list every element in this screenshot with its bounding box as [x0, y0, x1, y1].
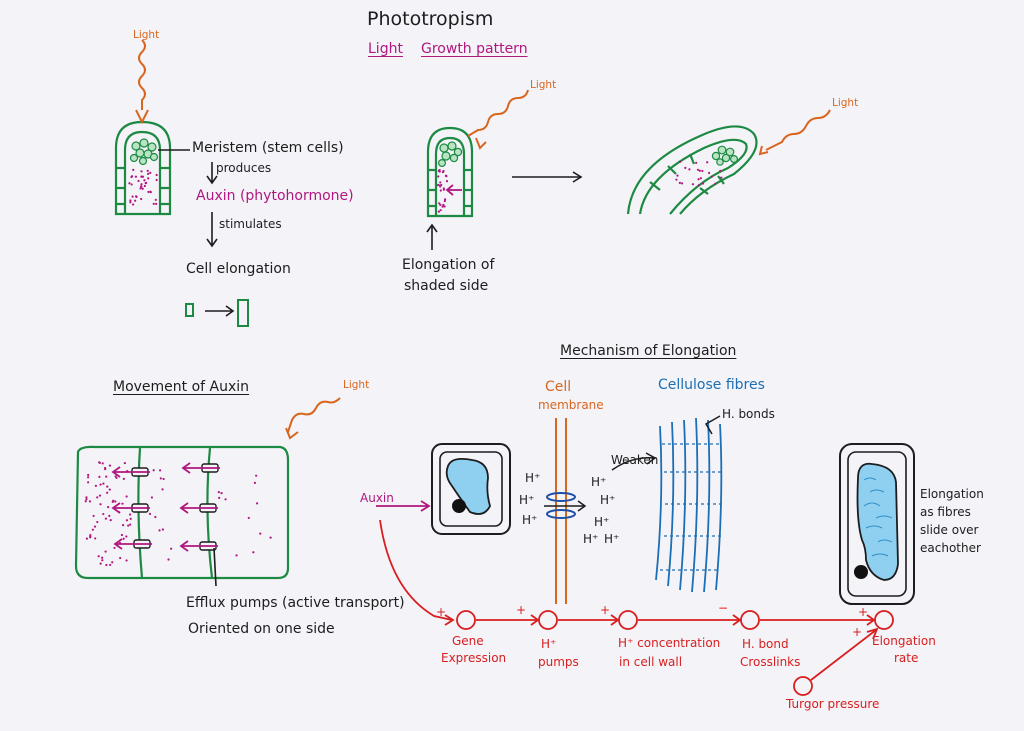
proton-flow-arrow [544, 500, 587, 512]
flow-arrows-left [205, 162, 235, 317]
auxin-dots-bent [675, 160, 723, 187]
hbonds-pointer [704, 415, 721, 435]
movement-title: Movement of Auxin [113, 379, 250, 395]
sign: + [600, 603, 611, 617]
pathway-node [538, 610, 558, 630]
sign: + [858, 605, 869, 619]
node-label-gene-1: Gene [452, 634, 484, 648]
h-ion: H⁺ [519, 493, 535, 507]
h-ion: H⁺ [522, 513, 538, 527]
light-label-4: Light [343, 379, 370, 391]
sign: + [436, 605, 447, 619]
h-ion: H⁺ [591, 475, 607, 489]
h-ion: H⁺ [604, 532, 620, 546]
h-ion: H⁺ [525, 471, 541, 485]
light-label-3: Light [832, 97, 859, 109]
cell-membrane-label-2: membrane [538, 398, 604, 412]
meristem-label: Meristem (stem cells) [192, 140, 344, 156]
sign: + [516, 603, 527, 617]
cellulose-label: Cellulose fibres [658, 377, 765, 393]
auxin-input-label: Auxin [360, 491, 394, 505]
mechanism-title: Mechanism of Elongation [560, 343, 737, 359]
h-ion: H⁺ [583, 532, 599, 546]
sign: − [718, 601, 729, 615]
elongation-shaded-line1: Elongation of [402, 257, 495, 273]
node-label-rate-1: Elongation [872, 634, 936, 648]
pathway-node [456, 610, 476, 630]
auxin-to-gene-arrow [379, 519, 453, 621]
node-label-gene-2: Expression [441, 651, 507, 665]
hydrogen-bonds [660, 443, 724, 571]
elongation-note-4: eachother [920, 541, 981, 555]
elongated-cell [237, 299, 249, 327]
transition-arrow [512, 171, 583, 183]
page-title: Phototropism [367, 8, 494, 30]
pathway-node [618, 610, 638, 630]
pathway-node [874, 610, 894, 630]
h-ion: H⁺ [600, 493, 616, 507]
shoot-tip-shaded [426, 126, 474, 218]
elongation-note-2: as fibres [920, 505, 971, 519]
shaded-pointer [426, 223, 438, 250]
plant-cell-elongated [839, 443, 915, 605]
node-label-pumps-2: pumps [538, 655, 579, 669]
pathway-nodes [456, 610, 894, 630]
stimulates-label: stimulates [219, 217, 282, 231]
subtitle-light: Light [368, 41, 403, 57]
efflux-pointer [213, 547, 217, 587]
turgor-label: Turgor pressure [786, 697, 880, 711]
efflux-pumps [111, 462, 220, 552]
efflux-line2: Oriented on one side [188, 621, 335, 637]
proton-channel [546, 492, 576, 519]
hbonds-label: H. bonds [722, 407, 775, 421]
elongation-note-1: Elongation [920, 487, 984, 501]
node-label-hbond-1: H. bond [742, 637, 789, 651]
node-label-hbond-2: Crosslinks [740, 655, 801, 669]
light-ray-right [765, 109, 831, 151]
turgor-node [793, 627, 879, 696]
auxin-transport-cells [74, 445, 290, 580]
node-label-rate-2: rate [894, 651, 919, 665]
node-label-pumps-1: H⁺ [541, 637, 557, 651]
elongation-note-3: slide over [920, 523, 979, 537]
subtitle-growth: Growth pattern [421, 41, 528, 57]
cell-membrane-label-1: Cell [545, 379, 572, 395]
auxin-migration-arrow [445, 184, 462, 196]
sign: + [852, 625, 863, 639]
cellulose-fibres [655, 417, 723, 593]
efflux-line1: Efflux pumps (active transport) [186, 595, 405, 611]
auxin-label: Auxin (phytohormone) [196, 188, 354, 204]
light-label-1: Light [133, 29, 160, 41]
light-ray-mid [467, 89, 529, 137]
h-ion: H⁺ [594, 515, 610, 529]
weaken-arrow [611, 415, 721, 471]
elongation-shaded-line2: shaded side [404, 278, 489, 294]
bent-shoot [626, 125, 758, 215]
shoot-tip-diagram [114, 120, 172, 216]
weaken-label: Weaken [611, 453, 659, 467]
auxin-dots-left [128, 168, 158, 206]
light-label-2: Light [530, 79, 557, 91]
node-label-hconc-2: in cell wall [619, 655, 683, 669]
auxin-dots-shaded [436, 168, 449, 213]
produces-label: produces [216, 161, 272, 175]
cell-elongation-label: Cell elongation [186, 261, 291, 277]
small-cell [185, 303, 194, 317]
light-ray-movement [287, 397, 341, 433]
node-label-hconc-1: H⁺ concentration [618, 636, 721, 650]
plant-cell-small [431, 443, 511, 535]
auxin-dots-transport [84, 461, 272, 567]
pathway-node [740, 610, 760, 630]
light-ray-left [138, 39, 146, 110]
